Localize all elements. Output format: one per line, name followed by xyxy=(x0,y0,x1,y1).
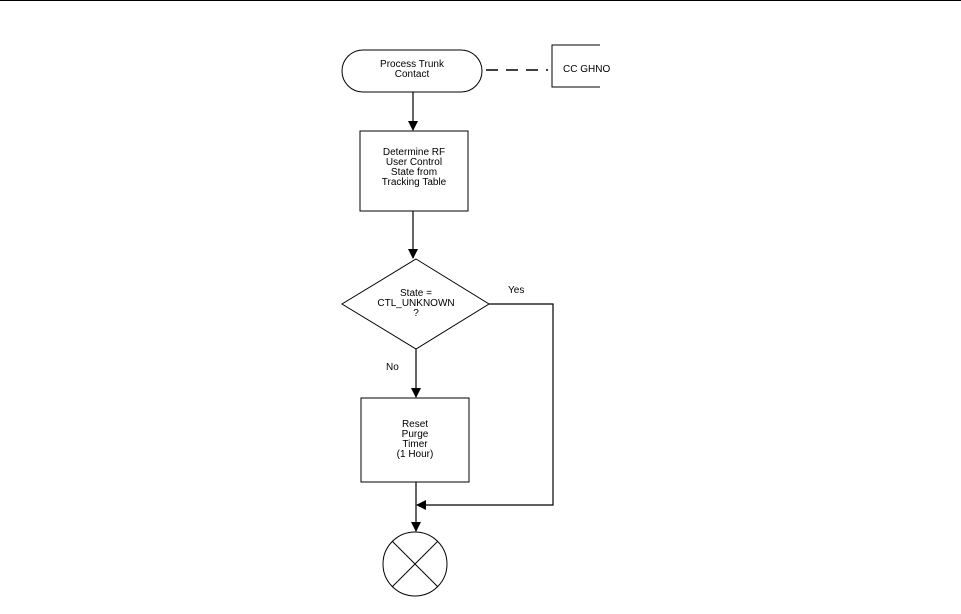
end-connector-x xyxy=(382,531,448,597)
edge-decision-end-yes xyxy=(416,303,554,510)
edge-no-label: No xyxy=(386,362,399,373)
start-terminator-shape xyxy=(341,49,483,93)
determine-process-label: Determine RF User Control State from Tra… xyxy=(381,147,447,188)
start-terminator-label: Process Trunk Contact xyxy=(380,59,444,80)
edge-yes-label: Yes xyxy=(508,285,525,296)
decision-label: State = CTL_UNKNOWN ? xyxy=(377,288,455,319)
annotation-bracket-shape xyxy=(551,44,600,88)
annotation-label: CC GHNO xyxy=(563,64,611,75)
reset-process-label: Reset Purge Timer (1 Hour) xyxy=(396,419,434,460)
determine-process-shape xyxy=(359,130,469,212)
reset-process-shape xyxy=(360,397,470,483)
